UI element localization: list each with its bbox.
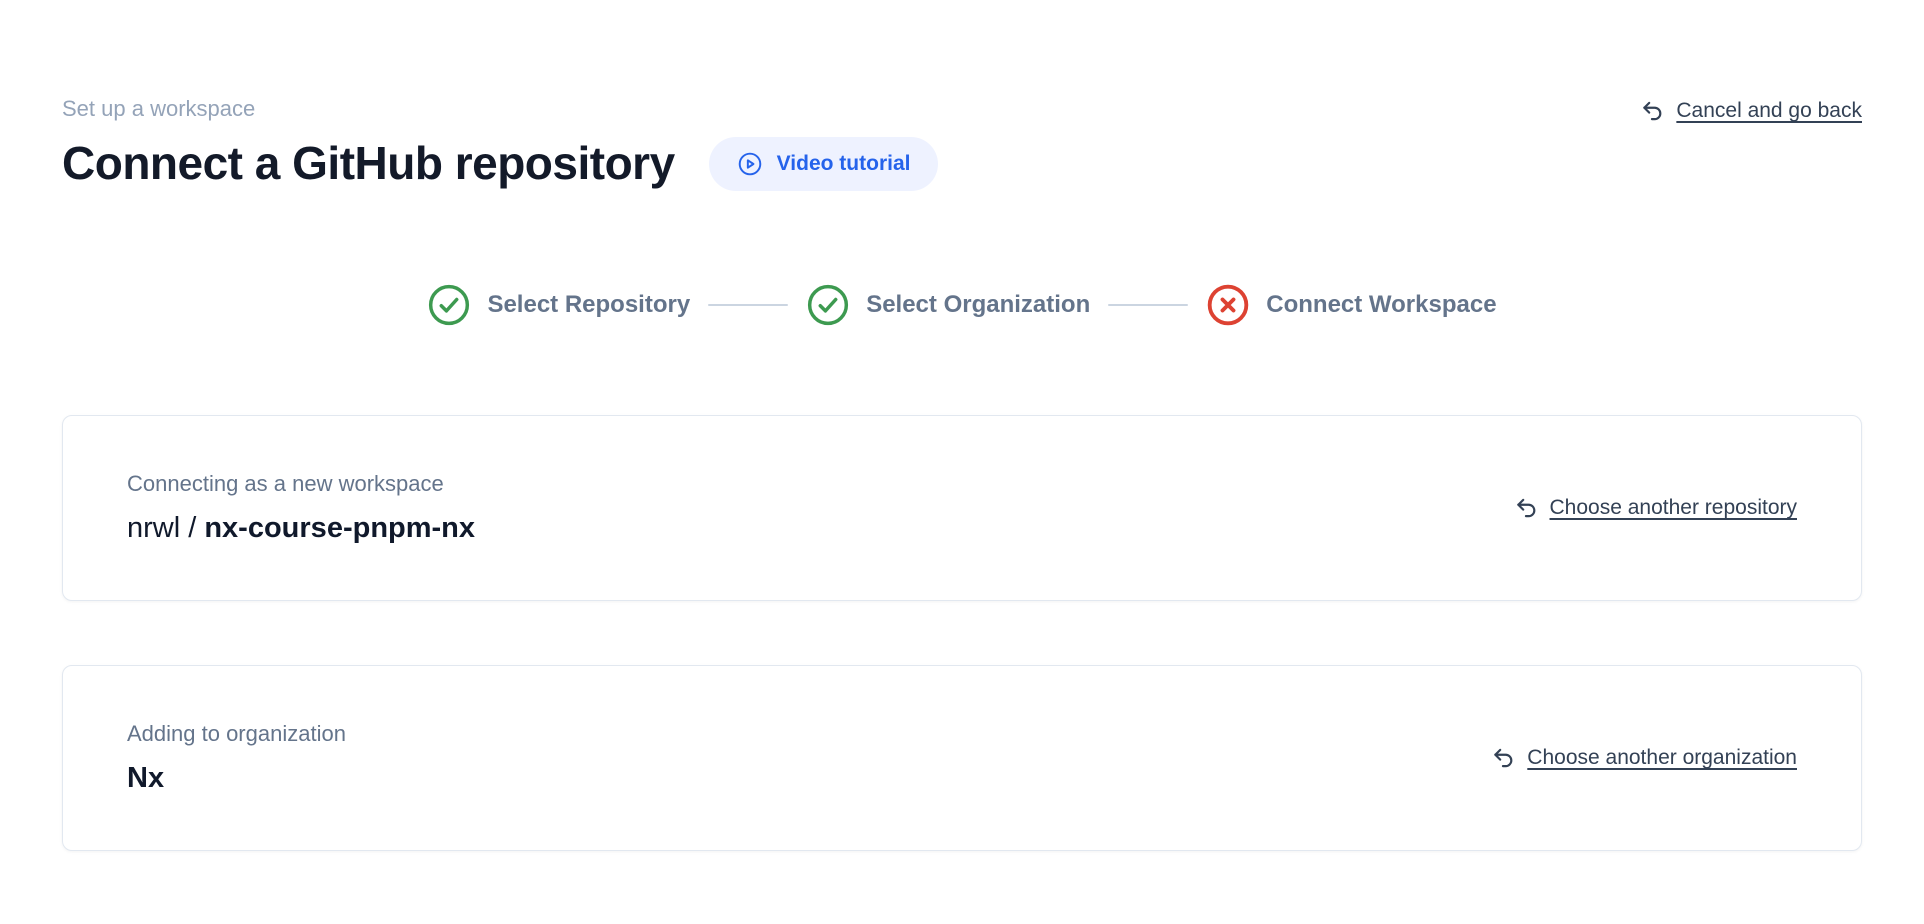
cancel-and-go-back-link[interactable]: Cancel and go back — [1640, 98, 1862, 124]
check-circle-icon — [806, 283, 850, 327]
step-select-organization: Select Organization — [806, 283, 1090, 327]
cancel-link-label: Cancel and go back — [1676, 99, 1862, 122]
setup-stepper: Select Repository Select Organization Co… — [62, 283, 1862, 327]
repository-card: Connecting as a new workspace nrwl / nx-… — [62, 415, 1862, 602]
video-tutorial-button[interactable]: Video tutorial — [708, 136, 939, 191]
check-circle-icon — [427, 283, 471, 327]
organization-name: Nx — [127, 762, 165, 795]
repository-full-name: nrwl / nx-course-pnpm-nx — [127, 509, 475, 547]
repository-owner: nrwl / — [127, 512, 205, 545]
step-label: Select Repository — [487, 291, 691, 319]
choose-another-repository-link[interactable]: Choose another repository — [1514, 495, 1797, 521]
step-label: Select Organization — [866, 291, 1091, 319]
undo-arrow-icon — [1514, 495, 1540, 521]
repository-name: nx-course-pnpm-nx — [204, 512, 476, 545]
play-circle-icon — [737, 151, 763, 177]
organization-card: Adding to organization Nx Choose another… — [62, 665, 1862, 852]
eyebrow-text: Set up a workspace — [62, 96, 256, 121]
choose-another-organization-link[interactable]: Choose another organization — [1491, 745, 1797, 771]
header-left: Set up a workspace Connect a GitHub repo… — [62, 96, 939, 191]
setup-workspace-page: Set up a workspace Connect a GitHub repo… — [62, 96, 1862, 852]
organization-card-label: Adding to organization — [127, 721, 346, 747]
step-connector — [708, 303, 789, 307]
page-header: Set up a workspace Connect a GitHub repo… — [62, 96, 1862, 191]
undo-arrow-icon — [1491, 745, 1517, 771]
step-label: Connect Workspace — [1266, 291, 1497, 319]
x-circle-icon — [1206, 283, 1250, 327]
organization-info: Adding to organization Nx — [127, 719, 346, 797]
page-title: Connect a GitHub repository — [62, 137, 675, 189]
title-row: Connect a GitHub repository Video tutori… — [62, 136, 939, 191]
choose-organization-label: Choose another organization — [1527, 746, 1797, 770]
choose-repository-label: Choose another repository — [1549, 496, 1797, 520]
step-connect-workspace: Connect Workspace — [1206, 283, 1497, 327]
video-tutorial-label: Video tutorial — [776, 151, 911, 175]
repository-card-label: Connecting as a new workspace — [127, 471, 444, 497]
step-select-repository: Select Repository — [427, 283, 690, 327]
repository-info: Connecting as a new workspace nrwl / nx-… — [127, 469, 475, 547]
step-connector — [1108, 303, 1189, 307]
undo-arrow-icon — [1640, 98, 1666, 124]
